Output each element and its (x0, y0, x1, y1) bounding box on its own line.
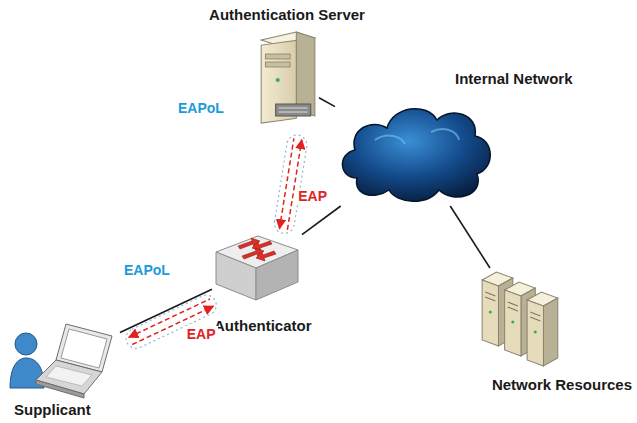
eap-arrow (123, 292, 220, 352)
eap-arrow (273, 134, 308, 235)
eapol-tunnel (273, 134, 308, 235)
node-icon: Network Resources (476, 268, 568, 368)
node-title: Supplicant (14, 401, 91, 419)
node-icon: Authenticator (212, 232, 302, 304)
cloud-icon (335, 96, 495, 206)
network-link (302, 206, 341, 235)
protocol-label: EAPoL (122, 262, 172, 278)
edge-label: EAP (296, 188, 329, 204)
edge-label: EAP (185, 326, 218, 342)
eapol-tunnel (123, 292, 220, 352)
node-icon: Authentication Server (255, 30, 319, 130)
network-link (319, 98, 335, 107)
server-icon (255, 30, 319, 130)
network-link (450, 206, 490, 268)
node-icon: Internal Network (335, 96, 495, 206)
eap-arrow-line (279, 138, 293, 228)
server-stack-icon (476, 268, 568, 368)
node-title: Network Resources (492, 376, 632, 394)
node-title: Internal Network (455, 70, 573, 88)
switch-icon (212, 232, 302, 304)
user-laptop-icon (8, 318, 120, 400)
protocol-label: EAPoL (176, 100, 226, 116)
node-title: Authentication Server (209, 6, 365, 24)
node-title: Authenticator (214, 317, 312, 335)
node-icon: Supplicant (8, 318, 120, 400)
eap-arrow-line (287, 140, 301, 230)
